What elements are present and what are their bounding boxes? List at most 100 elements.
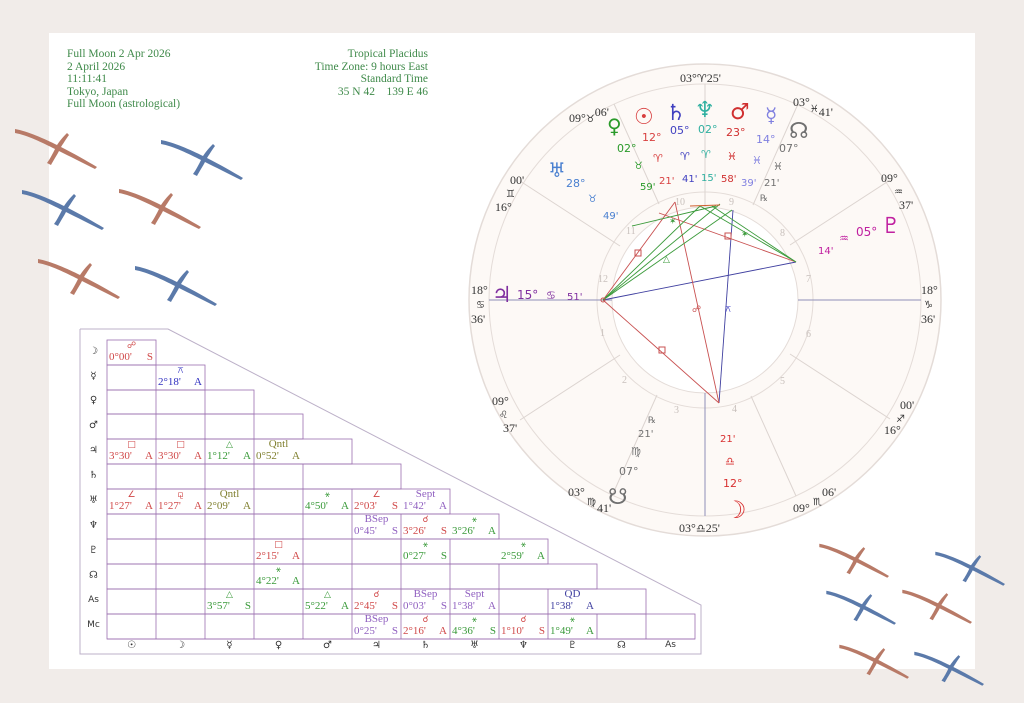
aspect-orb: 4°22' — [256, 575, 279, 587]
aspect-orb: 0°25' — [354, 625, 377, 637]
svg-text:℞: ℞ — [760, 194, 768, 204]
time-zone: Time Zone: 9 hours East — [314, 60, 428, 73]
row-label-moon: ☽ — [89, 346, 98, 357]
coordinates: 35 N 42 139 E 46 — [337, 85, 428, 98]
chart-type: Full Moon (astrological) — [67, 98, 181, 110]
aspect-symbol: ∠ — [372, 490, 381, 500]
aspect-symbol: □ — [274, 540, 283, 550]
svg-text:05°: 05° — [856, 225, 877, 239]
svg-text:09°: 09° — [793, 501, 810, 515]
svg-text:♉: ♉ — [588, 194, 597, 205]
svg-text:⚻: ⚻ — [725, 305, 731, 315]
svg-text:7: 7 — [806, 274, 811, 285]
planet-north-node: ☊ 07° ♓ 21' ℞ — [760, 119, 809, 204]
col-label-uranus: ♅ — [470, 640, 479, 651]
aspect-orb: 5°22' — [305, 600, 328, 612]
aspect-applying-separating: A — [292, 575, 300, 587]
aspect-applying-separating: S — [440, 525, 447, 537]
svg-text:37': 37' — [503, 421, 517, 435]
aspect-applying-separating: A — [145, 500, 153, 512]
time-type: Standard Time — [360, 73, 428, 85]
aspect-orb: 0°52' — [256, 450, 279, 462]
aspect-symbol: □ — [127, 440, 136, 450]
svg-text:♒: ♒ — [839, 232, 849, 245]
aspect-orb: 1°49' — [550, 625, 573, 637]
svg-text:♋: ♋ — [546, 289, 556, 302]
aspect-orb: 0°45' — [354, 525, 377, 537]
svg-text:18°: 18° — [471, 283, 488, 297]
svg-text:02°: 02° — [617, 142, 637, 155]
aspect-symbol: ∠ — [127, 490, 136, 500]
col-label-jupiter: ♃ — [372, 640, 381, 651]
svg-text:12°: 12° — [723, 477, 743, 490]
aspect-orb: 1°38' — [452, 600, 475, 612]
col-label-asc: As — [665, 640, 676, 650]
svg-text:✶: ✶ — [741, 230, 749, 240]
aspect-symbol: Sept — [464, 588, 485, 600]
col-label-sun: ☉ — [127, 640, 136, 651]
aspect-applying-separating: S — [391, 525, 398, 537]
svg-text:♍: ♍ — [631, 445, 641, 458]
aspect-symbol: Sept — [415, 488, 436, 500]
house-system: Tropical Placidus — [347, 48, 428, 60]
aspect-applying-separating: A — [292, 550, 300, 562]
svg-text:41': 41' — [682, 174, 697, 185]
svg-text:14°: 14° — [756, 133, 776, 146]
aspect-orb: 2°59' — [501, 550, 524, 562]
svg-text:♊: ♊ — [506, 189, 515, 200]
svg-text:♑: ♑ — [924, 300, 933, 311]
svg-text:1: 1 — [600, 328, 605, 339]
aspect-orb: 4°36' — [452, 625, 475, 637]
aspect-applying-separating: A — [586, 625, 594, 637]
aspect-symbol: ⚹ — [569, 615, 576, 625]
row-label-asc: As — [88, 595, 99, 605]
aspect-symbol: QD — [564, 588, 581, 600]
svg-text:00': 00' — [510, 173, 524, 187]
svg-text:♈: ♈ — [680, 150, 690, 163]
svg-text:♎: ♎ — [725, 455, 735, 468]
uranus-icon: ♅ — [548, 158, 566, 182]
row-label-jupiter: ♃ — [89, 445, 98, 456]
svg-text:09°: 09° — [881, 171, 898, 185]
aspect-cell: ∠1°27'A — [107, 489, 156, 514]
col-label-mercury: ☿ — [226, 640, 233, 651]
mercury-icon: ☿ — [765, 103, 777, 127]
svg-text:14': 14' — [818, 246, 833, 257]
aspect-cell: ☍0°00'S — [107, 340, 156, 365]
aspect-symbol: ⚹ — [471, 615, 478, 625]
aspect-symbol: ☌ — [422, 615, 429, 625]
planet-moon: ☽ 12° ♎ 21' — [720, 434, 747, 524]
row-label-pluto: ♇ — [89, 545, 98, 556]
cusp-ic: 03°♎25' — [679, 521, 720, 535]
planet-uranus: ♅ 28° ♉ 49' — [548, 158, 618, 222]
svg-text:21': 21' — [638, 429, 653, 440]
aspect-symbol: △ — [324, 590, 331, 600]
svg-text:41': 41' — [597, 501, 611, 515]
row-label-saturn: ♄ — [89, 470, 98, 481]
aspect-applying-separating: S — [391, 625, 398, 637]
aspect-cell: ☌2°45'S — [352, 589, 401, 614]
svg-text:♈: ♈ — [701, 148, 711, 161]
aspect-applying-separating: A — [292, 450, 300, 462]
aspect-orb: 2°18' — [158, 376, 181, 388]
svg-text:✶: ✶ — [669, 217, 677, 227]
col-label-moon: ☽ — [176, 640, 185, 651]
pluto-icon: ♇ — [881, 214, 901, 239]
planet-jupiter: ♃ 15° ♋ 51' — [492, 283, 582, 308]
aspect-symbol: ☌ — [422, 515, 429, 525]
mars-icon: ♂ — [730, 100, 750, 125]
aspect-cell: ⚼1°27'A — [156, 489, 205, 514]
row-label-neptune: ♆ — [89, 520, 98, 531]
col-label-venus: ♀ — [274, 640, 283, 651]
aspect-cell: △3°57'S — [205, 589, 254, 614]
svg-text:♓: ♓ — [727, 150, 737, 163]
chart-title: Full Moon 2 Apr 2026 — [67, 48, 171, 60]
svg-text:06': 06' — [822, 485, 836, 499]
svg-text:3: 3 — [674, 405, 679, 416]
jupiter-icon: ♃ — [492, 283, 512, 308]
aspect-symbol: Qntl — [219, 488, 240, 500]
